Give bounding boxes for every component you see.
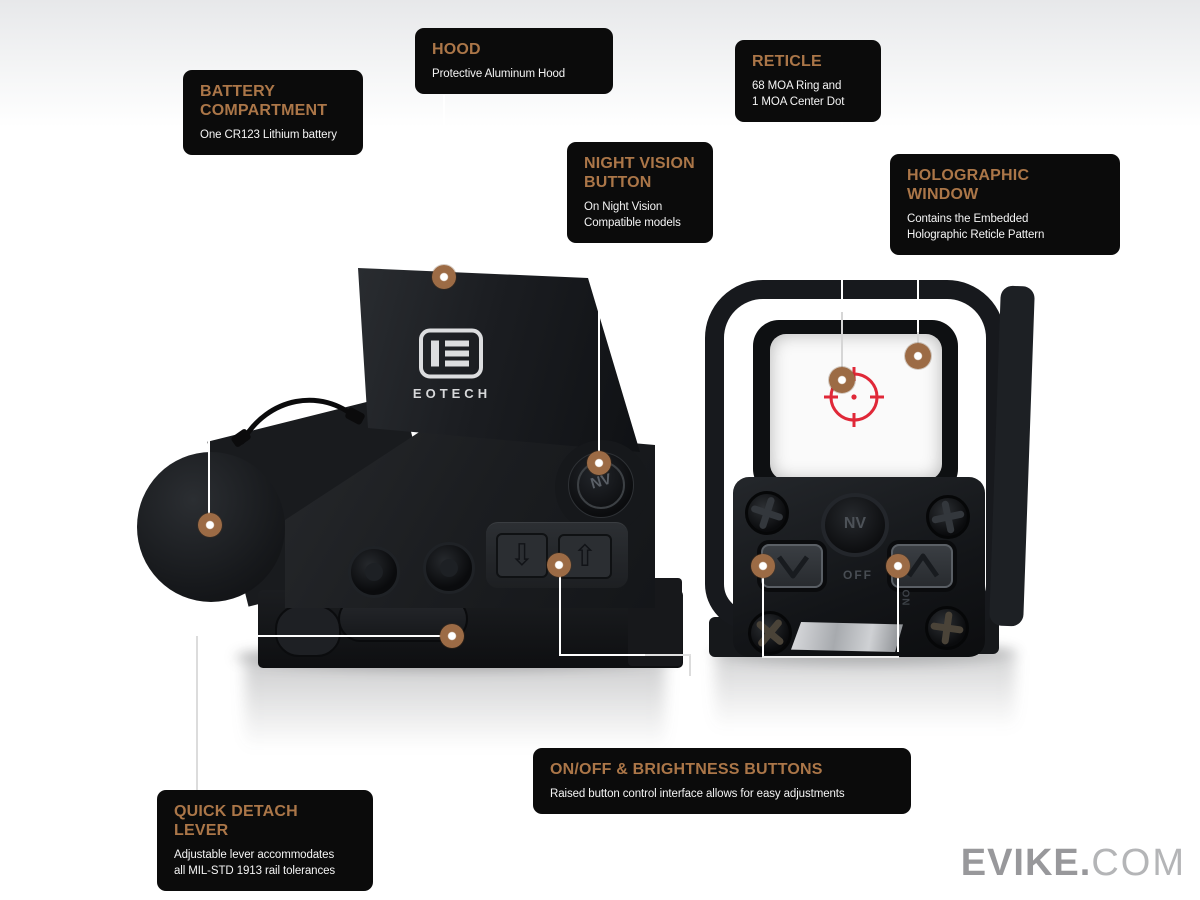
phillips-screw-icon xyxy=(925,606,969,650)
leader-line-reticle-upper xyxy=(841,112,843,312)
callout-dot-rear-down xyxy=(751,554,775,578)
callout-dot-battery xyxy=(198,513,222,537)
leader-line-onoff-gap xyxy=(645,654,691,656)
callout-box-hood: HOOD Protective Aluminum Hood xyxy=(415,28,613,94)
leader-line-onoff-side-vertical xyxy=(559,568,561,656)
phillips-screw-icon xyxy=(748,611,792,655)
leader-line-qd-vertical xyxy=(196,636,198,790)
phillips-screw-icon xyxy=(745,491,789,535)
leader-line-battery xyxy=(208,158,210,525)
eotech-logo-icon xyxy=(419,328,483,379)
callout-box-night-vision: NIGHT VISION BUTTON On Night Vision Comp… xyxy=(567,142,713,243)
chevron-down-icon xyxy=(776,555,810,579)
torx-screw-icon xyxy=(348,546,400,598)
on-marking-label: ON xyxy=(899,589,911,607)
leader-line-rear-horizontal xyxy=(762,656,899,658)
watermark-light-text: COM xyxy=(1091,842,1186,884)
hood-part: EOTECH xyxy=(358,268,640,452)
callout-dot-night-vision xyxy=(587,451,611,475)
brightness-down-button: ⇩ xyxy=(496,533,548,578)
callout-body: 68 MOA Ring and 1 MOA Center Dot xyxy=(752,79,845,108)
callout-dot-hood xyxy=(432,265,456,289)
callout-title: QUICK DETACH LEVER xyxy=(174,803,298,839)
callout-body: Protective Aluminum Hood xyxy=(432,67,566,80)
callout-title: RETICLE xyxy=(752,53,822,70)
callout-dot-window xyxy=(905,343,931,369)
callout-title: NIGHT VISION BUTTON xyxy=(584,155,695,191)
battery-cap-wire xyxy=(231,397,365,447)
torx-screw-center xyxy=(440,559,458,577)
leader-line-onoff-stub xyxy=(689,656,691,676)
leader-line-reticle-lower xyxy=(841,312,843,380)
chevron-up-icon xyxy=(906,553,940,578)
up-arrow-icon: ⇧ xyxy=(572,539,598,574)
leader-line-night-vision xyxy=(598,246,600,463)
torx-screw-icon xyxy=(423,542,475,594)
off-marking-label: OFF xyxy=(843,568,873,582)
callout-box-quick-detach: QUICK DETACH LEVER Adjustable lever acco… xyxy=(157,790,373,891)
callout-dot-rear-up xyxy=(886,554,910,578)
leader-line-rear-up-button xyxy=(897,566,899,652)
callout-body: Contains the Embedded Holographic Reticl… xyxy=(907,212,1045,241)
watermark-bold-text: EVIKE. xyxy=(960,842,1092,884)
callout-title: HOOD xyxy=(432,41,481,58)
leader-line-onoff-side-horizontal xyxy=(559,654,645,656)
callout-title: ON/OFF & BRIGHTNESS BUTTONS xyxy=(550,761,823,778)
leader-line-qd-horizontal xyxy=(197,635,453,637)
phillips-screw-icon xyxy=(926,495,970,539)
callout-box-holographic-window: HOLOGRAPHIC WINDOW Contains the Embedded… xyxy=(890,154,1120,255)
nv-button-rear: NV xyxy=(821,493,889,557)
side-view-reflection xyxy=(245,660,665,765)
callout-dot-reticle xyxy=(829,367,855,393)
nv-button-rear-label: NV xyxy=(843,515,867,532)
torx-screw-center xyxy=(365,563,383,581)
leader-line-window-upper xyxy=(917,236,919,332)
callout-box-reticle: RETICLE 68 MOA Ring and 1 MOA Center Dot xyxy=(735,40,881,123)
callout-dot-brightness-side xyxy=(547,553,571,577)
leader-line-rear-down-button xyxy=(762,566,764,658)
rear-view-reflection xyxy=(715,655,1015,743)
callout-dot-quick-detach xyxy=(440,624,464,648)
leader-line-hood xyxy=(443,95,445,277)
callout-box-battery: BATTERY COMPARTMENT One CR123 Lithium ba… xyxy=(183,70,363,155)
callout-title: HOLOGRAPHIC WINDOW xyxy=(907,167,1030,203)
callout-box-onoff-brightness: ON/OFF & BRIGHTNESS BUTTONS Raised butto… xyxy=(533,748,911,814)
callout-body: One CR123 Lithium battery xyxy=(200,128,337,141)
eotech-brand-text: EOTECH xyxy=(412,386,492,401)
callout-body: On Night Vision Compatible models xyxy=(584,200,681,229)
callout-body: Raised button control interface allows f… xyxy=(550,787,845,800)
reticle-graphic xyxy=(824,367,884,427)
sight-rear-view: NV OFF ON xyxy=(695,272,1045,677)
rail-clamp-plate xyxy=(791,622,903,652)
down-arrow-icon: ⇩ xyxy=(509,538,535,573)
callout-body: Adjustable lever accommodates all MIL-ST… xyxy=(174,848,336,877)
evike-watermark: EVIKE.COM xyxy=(961,842,1186,885)
callout-title: BATTERY COMPARTMENT xyxy=(200,83,328,119)
quick-detach-knob xyxy=(275,605,341,657)
